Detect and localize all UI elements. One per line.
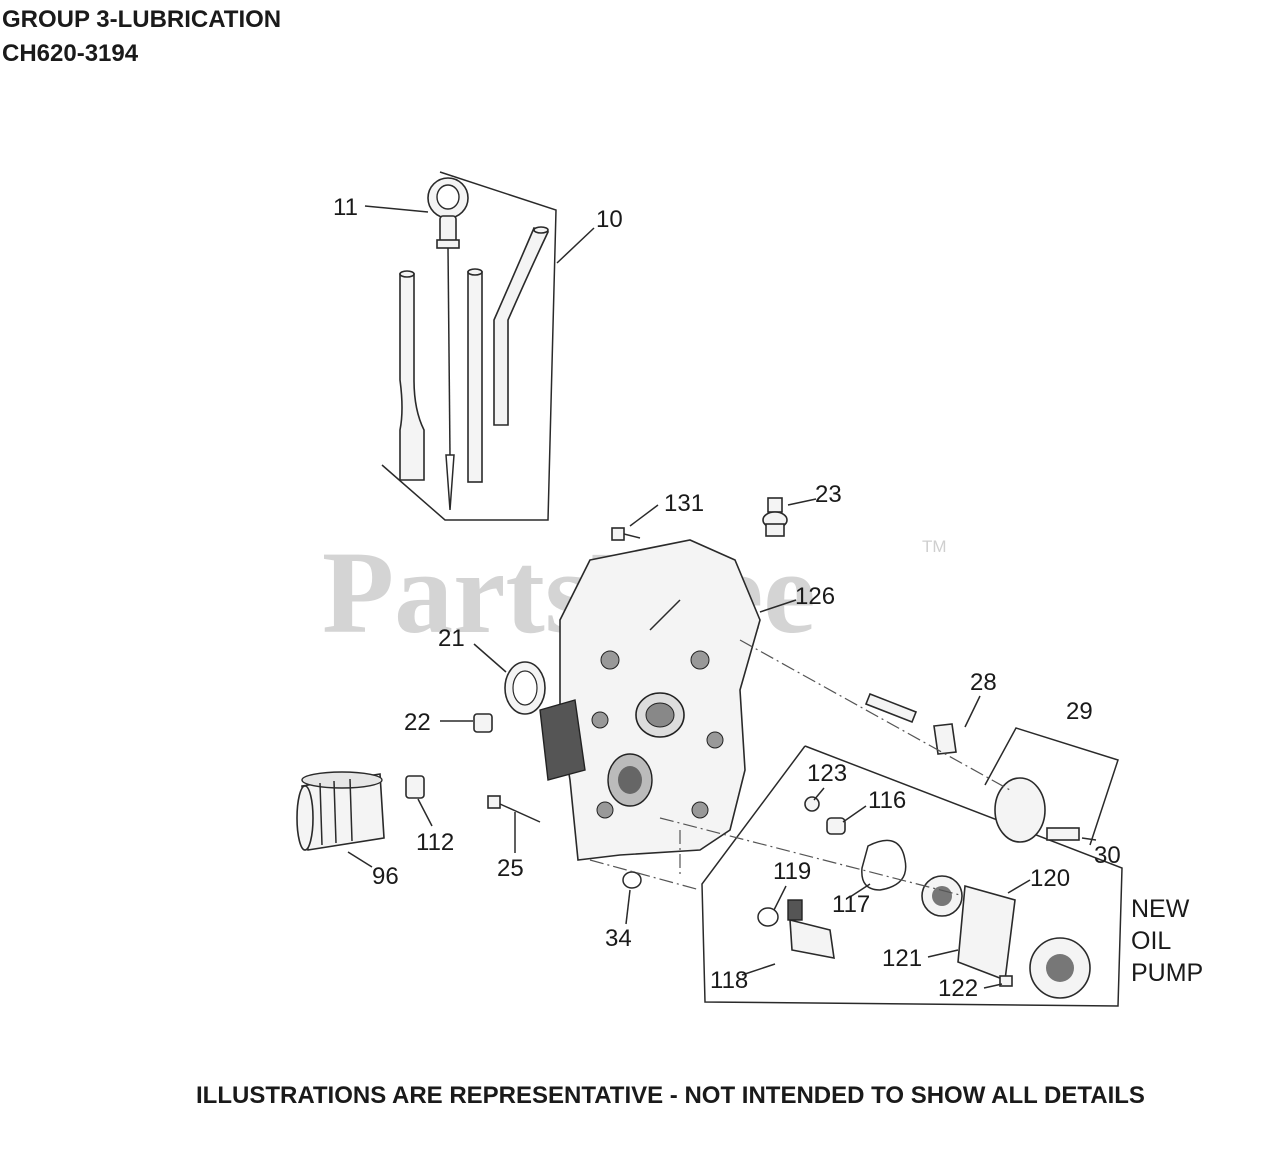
group-bracket-10 xyxy=(381,171,557,521)
screw-122[interactable] xyxy=(999,975,1013,987)
bolt-131[interactable] xyxy=(611,527,641,541)
o-ring-119[interactable] xyxy=(757,907,779,927)
note-line-3: PUMP xyxy=(1131,959,1204,987)
oil-seal-21[interactable] xyxy=(504,661,546,715)
callout-29: 29 xyxy=(1066,698,1093,725)
callout-25: 25 xyxy=(497,855,524,882)
gasket-117[interactable] xyxy=(861,839,907,891)
new-oil-pump-note: NEW OIL PUMP xyxy=(1131,893,1203,989)
nipple-112[interactable] xyxy=(405,775,425,799)
drive-gear[interactable] xyxy=(1029,937,1091,999)
diagram-title: GROUP 3-LUBRICATION xyxy=(2,6,282,33)
ball-123[interactable] xyxy=(804,796,820,812)
callout-122: 122 xyxy=(938,975,978,1002)
callout-10: 10 xyxy=(596,206,623,233)
oil-filter-96[interactable] xyxy=(296,771,385,851)
callout-28: 28 xyxy=(970,669,997,696)
callout-21: 21 xyxy=(438,625,465,652)
pickup-118[interactable] xyxy=(787,899,835,959)
callout-112: 112 xyxy=(416,829,454,856)
callout-121: 121 xyxy=(882,945,922,972)
plug-22[interactable] xyxy=(473,713,493,733)
pump-cover-120[interactable] xyxy=(957,884,1016,982)
callout-118: 118 xyxy=(710,967,748,994)
callout-123: 123 xyxy=(807,760,847,787)
disclaimer-footer: ILLUSTRATIONS ARE REPRESENTATIVE - NOT I… xyxy=(196,1082,1145,1109)
watermark-trademark: TM xyxy=(922,537,947,556)
callout-120: 120 xyxy=(1030,865,1070,892)
callout-23: 23 xyxy=(815,481,842,508)
bolt-25[interactable] xyxy=(487,795,541,823)
pump-kit-boundary xyxy=(701,745,1123,1007)
callout-34: 34 xyxy=(605,925,632,952)
pump-gear-29[interactable] xyxy=(994,777,1080,843)
callout-116: 116 xyxy=(868,787,906,814)
note-line-1: NEW xyxy=(1131,895,1190,923)
callout-11: 11 xyxy=(333,194,358,221)
callout-117: 117 xyxy=(832,891,870,918)
note-line-2: OIL xyxy=(1131,927,1172,955)
group-bracket-29 xyxy=(984,727,1119,846)
o-ring-34[interactable] xyxy=(622,871,642,889)
leader-lines xyxy=(347,205,1097,989)
closure-plate xyxy=(539,539,761,861)
dipstick-tube-left[interactable] xyxy=(399,273,425,481)
model-number: CH620-3194 xyxy=(2,40,139,67)
callout-30: 30 xyxy=(1094,842,1121,869)
pin-28[interactable] xyxy=(864,692,957,755)
callout-96: 96 xyxy=(372,863,399,890)
spring-116[interactable] xyxy=(826,817,846,835)
callout-119: 119 xyxy=(773,858,811,885)
callout-131: 131 xyxy=(664,490,704,517)
dipstick-tube-right[interactable] xyxy=(493,227,550,426)
oil-sensor-23[interactable] xyxy=(762,497,788,537)
dipstick-group xyxy=(381,171,557,521)
callout-126: 126 xyxy=(795,583,835,610)
rotor-121[interactable] xyxy=(921,875,963,917)
callout-22: 22 xyxy=(404,709,431,736)
dipstick-tube-middle[interactable] xyxy=(467,271,483,483)
